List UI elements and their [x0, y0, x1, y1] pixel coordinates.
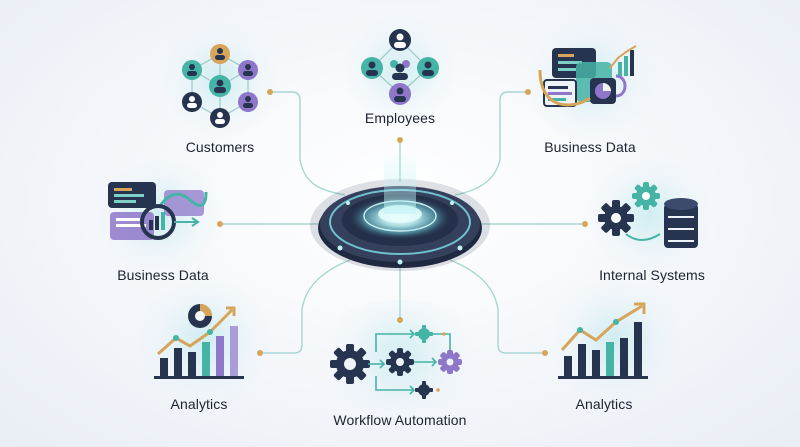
- connector-customers: [270, 91, 346, 196]
- business-data-right-label: Business Data: [544, 139, 636, 155]
- analytics-right-label: Analytics: [575, 396, 633, 412]
- dashboard-icon: [108, 182, 208, 240]
- customers-label: Customers: [185, 139, 255, 155]
- internal-systems-label: Internal Systems: [599, 267, 705, 283]
- central-hub: [310, 150, 490, 271]
- gear-database-icon: [598, 182, 698, 248]
- employees-label: Employees: [364, 110, 436, 126]
- bar-chart-icon: [154, 304, 244, 379]
- gear-flow-icon: [330, 325, 462, 399]
- connector-analytics-right: [449, 259, 545, 354]
- analytics-left-label: Analytics: [170, 396, 228, 412]
- connector-analytics-left: [260, 259, 351, 354]
- connector-business-data-right: [454, 91, 528, 196]
- workflow-automation-label: Workflow Automation: [333, 412, 467, 428]
- team-icon: [361, 29, 439, 105]
- bar-chart-icon: [558, 302, 648, 379]
- dashboard-icon: [538, 45, 637, 107]
- people-network-icon: [182, 44, 258, 128]
- business-data-left-label: Business Data: [117, 267, 209, 283]
